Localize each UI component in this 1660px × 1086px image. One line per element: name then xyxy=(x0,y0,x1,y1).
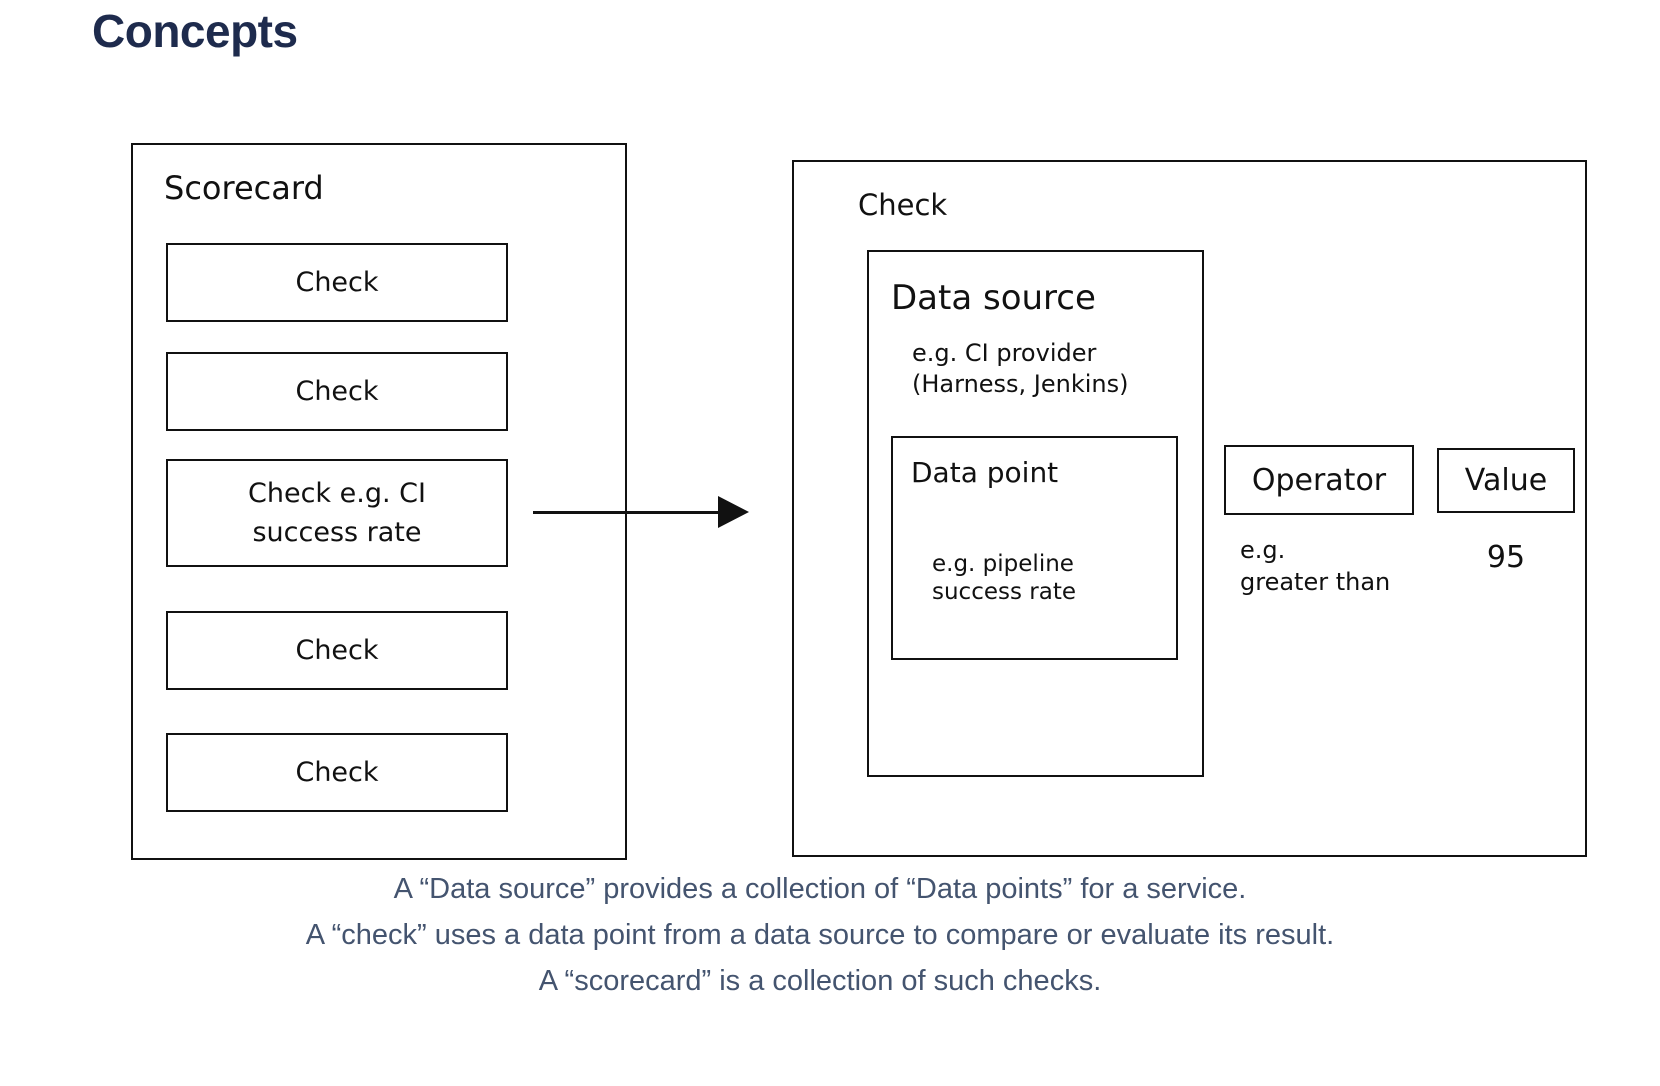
operator-box: Operator xyxy=(1224,445,1414,515)
scorecard-check-item: Check xyxy=(166,733,508,812)
check-detail-box: Check Data source e.g. CI provider (Harn… xyxy=(792,160,1587,857)
value-example-text: 95 xyxy=(1486,540,1526,575)
check-detail-label: Check xyxy=(858,188,948,222)
value-box: Value xyxy=(1437,448,1575,513)
data-point-label: Data point xyxy=(911,456,1059,489)
explanation-line-data-source: A “Data source” provides a collection of… xyxy=(393,873,1247,905)
data-point-example-text: e.g. pipeline success rate xyxy=(932,551,1076,605)
page-title: Concepts xyxy=(92,5,298,57)
scorecard-check-item-ci-success-rate: Check e.g. CI success rate xyxy=(166,459,508,567)
data-source-box: Data source e.g. CI provider (Harness, J… xyxy=(867,250,1204,777)
operator-example-text: e.g. greater than xyxy=(1240,536,1391,596)
scorecard-check-item: Check xyxy=(166,352,508,431)
explanation-text: A “Data source” provides a collection of… xyxy=(0,866,1640,1004)
connector-arrow-line xyxy=(533,511,721,514)
scorecard-check-item: Check xyxy=(166,611,508,690)
data-source-example-text: e.g. CI provider (Harness, Jenkins) xyxy=(912,339,1129,398)
data-point-box: Data point e.g. pipeline success rate xyxy=(891,436,1178,660)
scorecard-label: Scorecard xyxy=(164,169,324,207)
arrow-right-icon xyxy=(718,496,749,528)
scorecard-check-item: Check xyxy=(166,243,508,322)
scorecard-box: Scorecard Check Check Check e.g. CI succ… xyxy=(131,143,627,860)
explanation-line-check: A “check” uses a data point from a data … xyxy=(305,919,1335,951)
explanation-line-scorecard: A “scorecard” is a collection of such ch… xyxy=(538,965,1102,997)
data-source-label: Data source xyxy=(891,278,1096,318)
